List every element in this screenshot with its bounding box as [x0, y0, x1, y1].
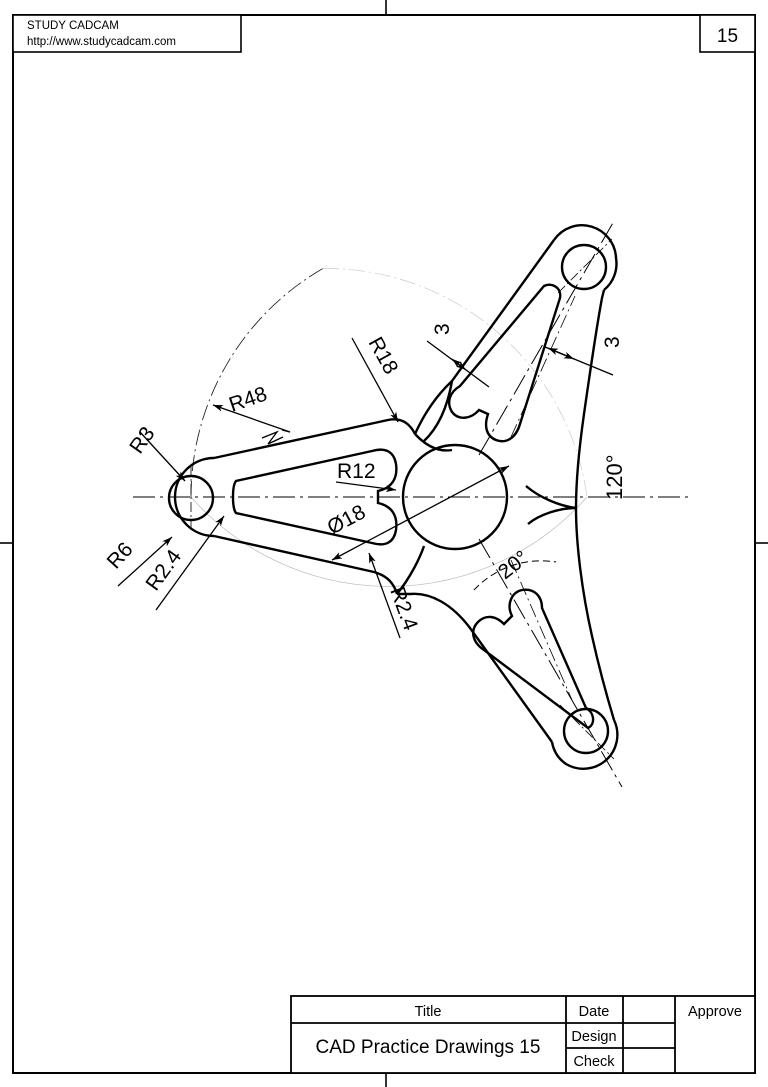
- bolt-circle-arc-lower: [190, 496, 588, 587]
- page-number: 15: [717, 26, 738, 47]
- dim-120-label: 120°: [602, 454, 627, 500]
- lower-right-arm-outer-right-edge: [574, 507, 616, 721]
- dim-3-upper-label: 3: [431, 323, 454, 335]
- upper-right-arm-outer-right-edge: [574, 289, 606, 509]
- dim-r48-leader: [212, 404, 291, 433]
- lower-right-boss-hole: [562, 707, 610, 755]
- page-number-box: 15: [699, 14, 756, 53]
- logo-box-frame: [12, 14, 242, 53]
- hub-fillet-right-upper: [525, 485, 577, 510]
- part-drawing: R48 R3 R6 R2.4 R2.4 R18 R1: [103, 220, 690, 788]
- dim-r18-leader: [351, 337, 399, 423]
- left-boss-outer: [173, 456, 215, 538]
- slot-centerline-upper: [510, 295, 576, 438]
- left-arm-outer-upper-edge: [213, 418, 417, 460]
- dim-r12-label: R12: [337, 460, 376, 483]
- dim-d18-line: [331, 465, 510, 561]
- upper-right-boss-hole: [560, 243, 608, 291]
- left-arm-outer-lower-edge: [213, 534, 399, 595]
- lower-right-arm-slot: [472, 588, 595, 730]
- dim-r48-zigzag: [261, 430, 284, 445]
- dim-3-outer: 3: [544, 336, 624, 376]
- title-block: Title CAD Practice Drawings 15 Date Desi…: [290, 995, 756, 1074]
- centerline-lower-right-arm: [478, 538, 623, 788]
- lower-right-boss-outer: [550, 719, 619, 770]
- check-label: Check: [573, 1054, 615, 1070]
- logo-url: http://www.studycadcam.com: [27, 36, 176, 48]
- dim-120: 120°: [602, 454, 627, 500]
- logo-title: STUDY CADCAM: [27, 20, 119, 32]
- centerline-upper-right-arm: [478, 220, 615, 456]
- lower-right-boss-centerline: [559, 704, 615, 760]
- dim-20-arc: [473, 560, 557, 591]
- approve-label: Approve: [688, 1004, 742, 1020]
- hub-fillet-top: [414, 433, 453, 452]
- title-value: CAD Practice Drawings 15: [316, 1037, 541, 1058]
- upper-right-boss-centerline: [557, 238, 613, 294]
- hub-web-upper-left-fillet: [423, 380, 454, 442]
- dim-r2p4-left-leader: [155, 515, 225, 611]
- dim-r2p4-lower-leader: [368, 552, 401, 639]
- logo-box: STUDY CADCAM http://www.studycadcam.com: [12, 14, 242, 53]
- dim-r6-leader: [117, 536, 173, 587]
- upper-right-arm-slot: [448, 283, 562, 443]
- design-label: Design: [571, 1029, 616, 1045]
- dim-3-upper: 3: [426, 323, 490, 388]
- slot-centerline-lower: [510, 559, 573, 701]
- lower-right-arm-outer-left-edge: [397, 592, 553, 743]
- bolt-circle-arc-upper-right: [322, 268, 588, 498]
- title-label: Title: [415, 1004, 442, 1020]
- title-block-frame: [290, 995, 756, 1074]
- dim-r3-leader: [139, 431, 186, 482]
- dim-3-upper-arrows: [451, 358, 467, 371]
- dim-r48-leader-tail: [281, 429, 291, 433]
- dim-3-outer-label: 3: [601, 336, 624, 348]
- date-label: Date: [579, 1004, 610, 1020]
- bolt-circle-arc-upper-left: [190, 268, 324, 498]
- dim-3-outer-arrows: [547, 347, 575, 360]
- page-number-frame: [699, 14, 756, 53]
